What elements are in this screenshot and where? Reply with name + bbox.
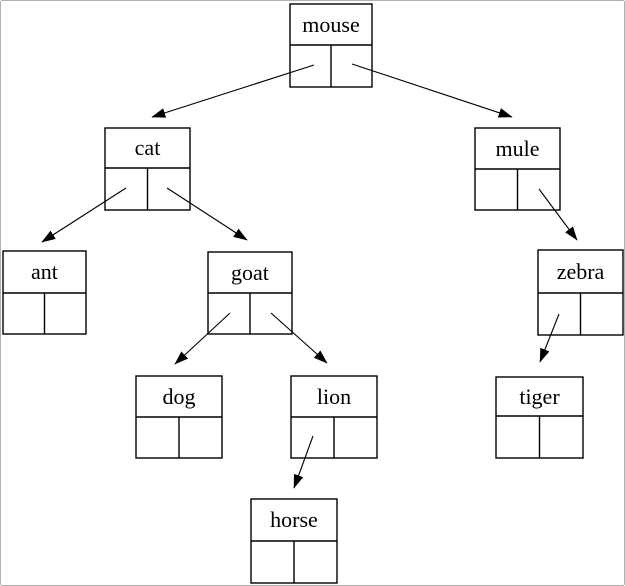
tree-node-mule: mule [474, 127, 561, 211]
tree-node-horse: horse [250, 498, 338, 584]
tree-node-mouse: mouse [289, 3, 373, 88]
node-mouse-label: mouse [302, 12, 359, 37]
tree-node-zebra: zebra [537, 249, 624, 336]
tree-node-dog: dog [135, 375, 223, 459]
node-zebra-label: zebra [557, 259, 605, 284]
node-horse-label: horse [270, 507, 318, 532]
node-mule-label: mule [496, 136, 540, 161]
tree-node-lion: lion [290, 375, 378, 459]
tree-node-ant: ant [2, 250, 87, 335]
node-ant-label: ant [31, 259, 58, 284]
tree-node-tiger: tiger [495, 376, 584, 459]
edge-arrow-mule-right-to-zebra [538, 188, 578, 241]
node-dog-label: dog [163, 384, 196, 409]
edge-arrow-cat-left-to-ant [41, 187, 127, 243]
edge-arrow-lion-left-to-horse [293, 435, 314, 489]
edge-arrow-goat-right-to-lion [270, 312, 328, 364]
tree-node-cat: cat [104, 127, 191, 211]
node-tiger-label: tiger [519, 384, 560, 409]
tree-node-goat: goat [207, 251, 293, 335]
edge-arrow-zebra-left-to-tiger [539, 313, 560, 363]
edge-arrow-mouse-left-to-cat [151, 64, 315, 118]
edge-arrow-goat-left-to-dog [174, 312, 231, 365]
node-goat-label: goat [231, 260, 269, 285]
node-cat-label: cat [135, 135, 161, 160]
edge-arrow-mouse-right-to-mule [351, 63, 513, 118]
edge-arrow-cat-right-to-goat [166, 187, 248, 241]
node-lion-label: lion [317, 384, 351, 409]
